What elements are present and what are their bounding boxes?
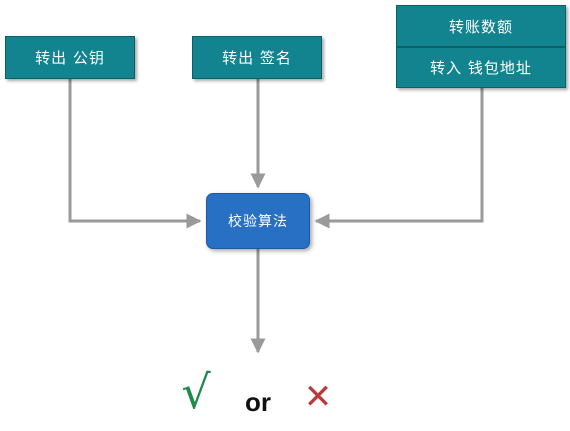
- input-amount-box: 转账数额: [396, 5, 566, 47]
- input-signature-box: 转出 签名: [192, 36, 322, 79]
- verification-algorithm-label: 校验算法: [228, 214, 288, 230]
- input-pubkey-box: 转出 公钥: [5, 36, 135, 79]
- input-address-label: 转入 钱包地址: [430, 59, 532, 77]
- or-text: or: [245, 386, 271, 417]
- input-address-box: 转入 钱包地址: [396, 47, 566, 88]
- verification-algorithm-box: 校验算法: [206, 193, 310, 249]
- fail-cross-icon: ✕: [303, 377, 333, 417]
- arrow-pubkey-to-algo: [68, 79, 202, 229]
- input-pubkey-label: 转出 公钥: [35, 49, 105, 67]
- input-signature-label: 转出 签名: [222, 49, 292, 67]
- arrow-amount-address-to-algo: [314, 88, 484, 229]
- pass-check-icon: √: [181, 365, 211, 419]
- input-amount-address-stack: 转账数额 转入 钱包地址: [396, 5, 566, 88]
- input-amount-label: 转账数额: [448, 17, 513, 36]
